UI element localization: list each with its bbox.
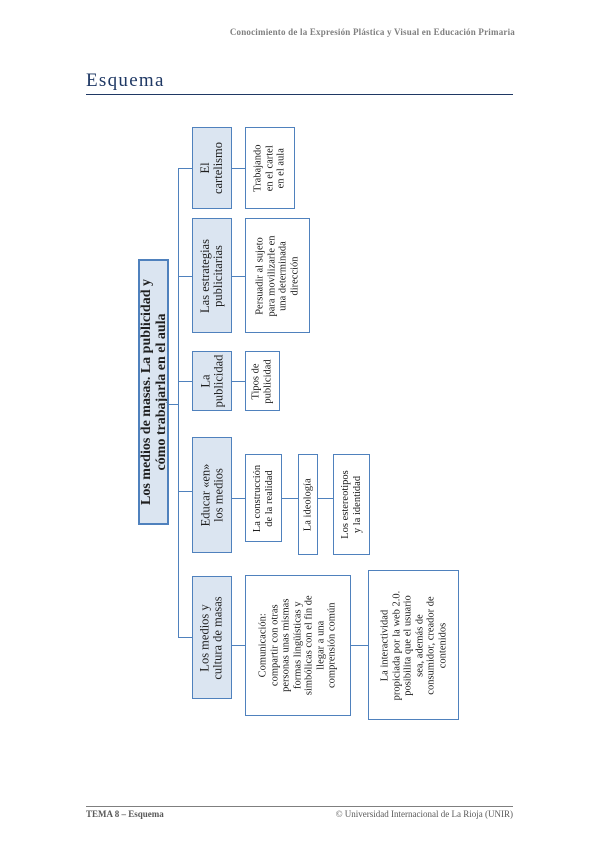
- connector-trunk-branch-4: [178, 491, 192, 492]
- child-node-label: La ideología: [302, 478, 314, 531]
- connector-branch-1-child: [232, 168, 245, 169]
- connector-trunk-branch-2: [178, 276, 192, 277]
- branch-node-label: Educar «en»los medios: [198, 463, 226, 527]
- connector-branch-4-child-2: [282, 498, 298, 499]
- connector-branch-4-child-1: [232, 498, 245, 499]
- footer-copyright: © Universidad Internacional de La Rioja …: [335, 809, 513, 819]
- document-header-title: Conocimiento de la Expresión Plástica y …: [229, 27, 515, 37]
- footer-chapter-label: TEMA 8 – Esquema: [86, 809, 164, 819]
- connector-trunk-branch-3: [178, 381, 192, 382]
- child-node-ideologia: La ideología: [298, 454, 318, 555]
- connector-root-to-trunk: [168, 404, 179, 405]
- branch-node-educar-medios: Educar «en»los medios: [192, 437, 232, 553]
- connector-branch-4-child-3: [318, 498, 333, 499]
- connector-branch-3-child: [232, 381, 245, 382]
- connector-trunk-branch-5: [178, 637, 192, 638]
- connector-trunk-branch-1: [178, 168, 192, 169]
- connector-branch-5-child-2: [351, 645, 368, 646]
- connector-trunk: [178, 168, 179, 638]
- section-title: Esquema: [86, 70, 165, 91]
- connector-branch-5-child-1: [232, 645, 245, 646]
- connector-branch-2-child: [232, 276, 245, 277]
- footer-rule: [86, 806, 513, 807]
- title-underline: [86, 94, 513, 95]
